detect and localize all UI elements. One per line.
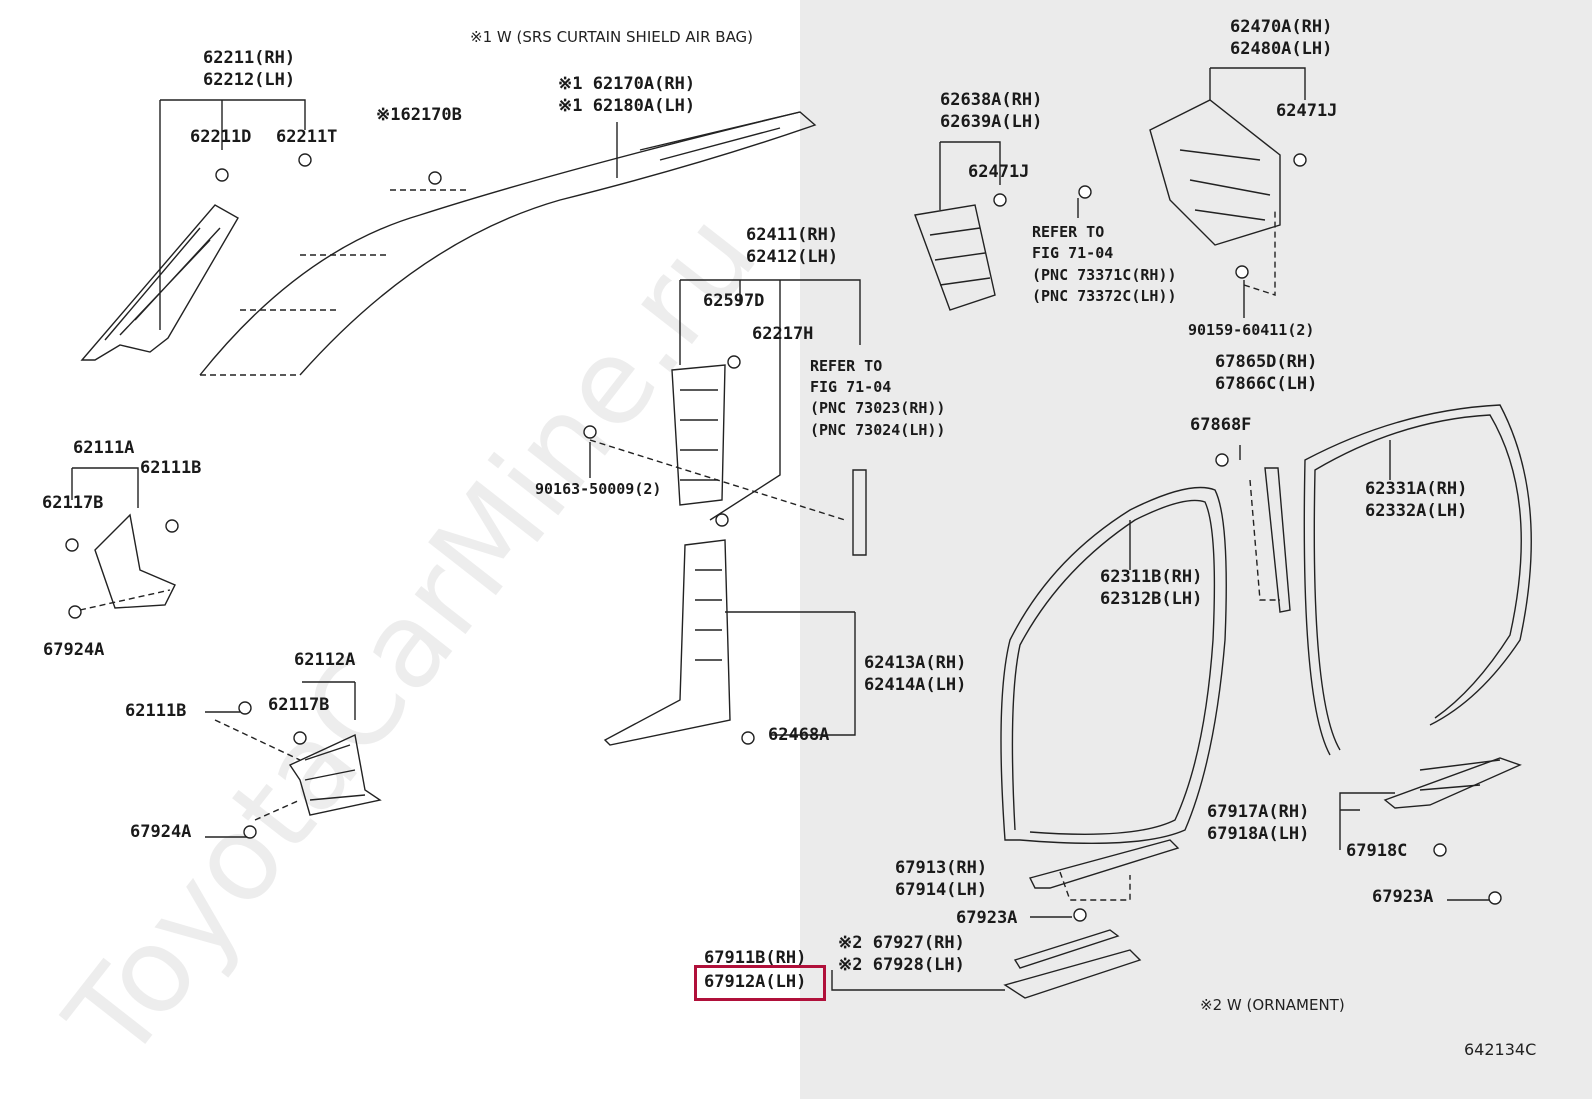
- refer-to-line3-a: (PNC 73371C(RH)): [1032, 266, 1177, 284]
- refer-to-line1-b: REFER TO: [810, 357, 883, 375]
- part-label-67924a-upper[interactable]: 67924A: [43, 640, 105, 660]
- part-label-67923a-rear[interactable]: 67923A: [1372, 887, 1434, 907]
- part-label-62112a[interactable]: 62112A: [294, 650, 356, 670]
- part-label-67918c[interactable]: 67918C: [1346, 841, 1408, 861]
- part-label-62468a[interactable]: 62468A: [768, 725, 830, 745]
- part-label-62170b[interactable]: ※162170B: [376, 105, 462, 125]
- part-label-62414a[interactable]: 62414A(LH): [864, 675, 967, 695]
- part-label-67868f[interactable]: 67868F: [1190, 415, 1252, 435]
- note-ornament: ※2 W (ORNAMENT): [1200, 996, 1345, 1014]
- part-label-67913[interactable]: 67913(RH): [895, 858, 988, 878]
- part-label-67923a-front[interactable]: 67923A: [956, 908, 1018, 928]
- part-label-62111b-upper[interactable]: 62111B: [140, 458, 202, 478]
- part-label-90159[interactable]: 90159-60411(2): [1188, 321, 1315, 339]
- part-label-62312b[interactable]: 62312B(LH): [1100, 589, 1203, 609]
- part-label-62597d[interactable]: 62597D: [703, 291, 765, 311]
- part-label-62211d[interactable]: 62211D: [190, 127, 252, 147]
- part-label-62471j-quarter[interactable]: 62471J: [1276, 101, 1338, 121]
- refer-to-line2-b: FIG 71-04: [810, 378, 892, 396]
- part-label-67912a[interactable]: 67912A(LH): [704, 972, 807, 992]
- part-label-62211t[interactable]: 62211T: [276, 127, 338, 147]
- part-label-62217h[interactable]: 62217H: [752, 324, 814, 344]
- part-label-62311b[interactable]: 62311B(RH): [1100, 567, 1203, 587]
- part-label-67865d[interactable]: 67865D(RH): [1215, 352, 1318, 372]
- part-label-62180a[interactable]: ※1 62180A(LH): [558, 96, 696, 116]
- part-label-67917a[interactable]: 67917A(RH): [1207, 802, 1310, 822]
- refer-to-line1-a: REFER TO: [1032, 223, 1105, 241]
- part-label-67927[interactable]: ※2 67927(RH): [838, 933, 965, 953]
- part-label-67914[interactable]: 67914(LH): [895, 880, 988, 900]
- part-label-62412[interactable]: 62412(LH): [746, 247, 839, 267]
- part-label-67866c[interactable]: 67866C(LH): [1215, 374, 1318, 394]
- part-label-62411[interactable]: 62411(RH): [746, 225, 839, 245]
- part-label-62111a[interactable]: 62111A: [73, 438, 135, 458]
- part-label-90163[interactable]: 90163-50009(2): [535, 480, 662, 498]
- part-label-62639a[interactable]: 62639A(LH): [940, 112, 1043, 132]
- part-label-62111b-lower[interactable]: 62111B: [125, 701, 187, 721]
- part-label-62480a[interactable]: 62480A(LH): [1230, 39, 1333, 59]
- right-shaded-panel: [800, 0, 1592, 1099]
- highlight-box-67912a: [694, 965, 826, 1001]
- part-label-62638a[interactable]: 62638A(RH): [940, 90, 1043, 110]
- part-label-62331a[interactable]: 62331A(RH): [1365, 479, 1468, 499]
- part-label-62471j-c-pillar[interactable]: 62471J: [968, 162, 1030, 182]
- part-label-62170a[interactable]: ※1 62170A(RH): [558, 74, 696, 94]
- part-label-62211[interactable]: 62211(RH): [203, 48, 296, 68]
- part-label-62117b-upper[interactable]: 62117B: [42, 493, 104, 513]
- figure-code: 642134C: [1464, 1040, 1537, 1059]
- part-label-67928[interactable]: ※2 67928(LH): [838, 955, 965, 975]
- refer-to-line4-a: (PNC 73372C(LH)): [1032, 287, 1177, 305]
- part-label-67918a[interactable]: 67918A(LH): [1207, 824, 1310, 844]
- part-label-62212[interactable]: 62212(LH): [203, 70, 296, 90]
- part-label-62470a[interactable]: 62470A(RH): [1230, 17, 1333, 37]
- refer-to-line2-a: FIG 71-04: [1032, 244, 1114, 262]
- refer-to-line3-b: (PNC 73023(RH)): [810, 399, 946, 417]
- part-label-67924a-lower[interactable]: 67924A: [130, 822, 192, 842]
- part-label-67911b[interactable]: 67911B(RH): [704, 948, 807, 968]
- part-label-62413a[interactable]: 62413A(RH): [864, 653, 967, 673]
- part-label-62117b-lower[interactable]: 62117B: [268, 695, 330, 715]
- part-label-62332a[interactable]: 62332A(LH): [1365, 501, 1468, 521]
- refer-to-line4-b: (PNC 73024(LH)): [810, 421, 946, 439]
- note-srs-curtain: ※1 W (SRS CURTAIN SHIELD AIR BAG): [470, 28, 754, 46]
